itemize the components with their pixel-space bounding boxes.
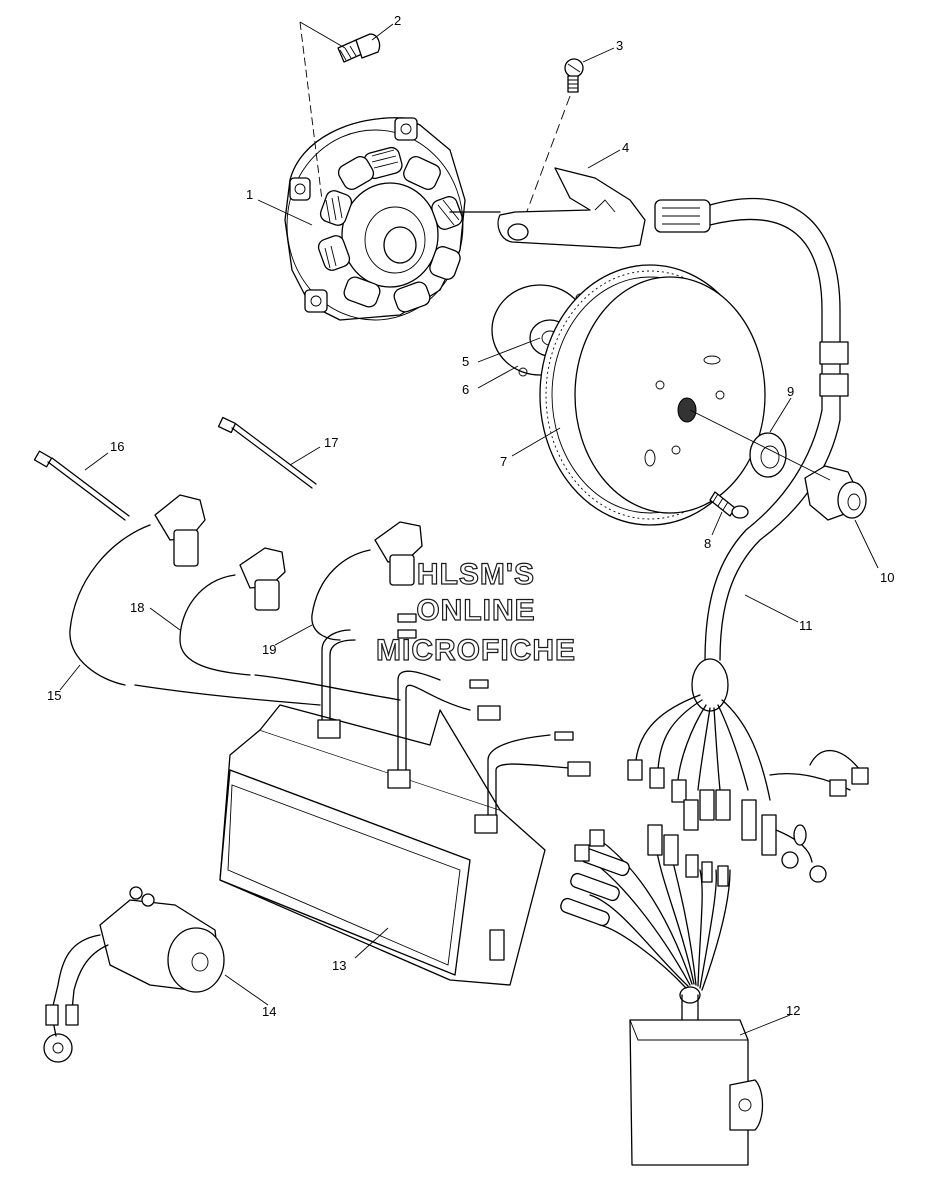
callout-14: 14 [262,1004,276,1019]
callout-15: 15 [47,688,61,703]
wire-harness-11[interactable] [449,197,849,661]
callout-8: 8 [704,536,711,551]
callout-18: 18 [130,600,144,615]
spark-plug-cap-18[interactable] [179,547,286,676]
stator-assembly[interactable] [284,117,466,321]
callout-labels: 1 2 3 4 5 6 7 8 9 10 11 12 13 14 15 16 1… [47,13,894,1019]
nut-10[interactable] [804,465,867,521]
spark-plug-cap-19[interactable] [311,521,423,641]
regulator-box-12[interactable] [559,824,764,1166]
callout-5: 5 [462,354,469,369]
callout-19: 19 [262,642,276,657]
callout-2: 2 [394,13,401,28]
callout-13: 13 [332,958,346,973]
leader-lines [59,23,879,1036]
callout-7: 7 [500,454,507,469]
flywheel-7[interactable] [539,264,766,526]
screw-2[interactable] [337,33,381,63]
watermark-line-1: HLSM'S [417,558,535,591]
cable-tie-16[interactable] [33,450,130,521]
bracket-4[interactable] [497,167,646,249]
callout-16: 16 [110,439,124,454]
callout-9: 9 [787,384,794,399]
watermark-line-2: ONLINE [416,594,535,627]
bolt-8[interactable] [709,491,749,519]
watermark: HLSM'S ONLINE MICROFICHE [375,557,576,667]
callout-3: 3 [616,38,623,53]
callout-10: 10 [880,570,894,585]
solenoid-14[interactable] [43,886,225,1063]
callout-17: 17 [324,435,338,450]
callout-12: 12 [786,1003,800,1018]
callout-6: 6 [462,382,469,397]
cable-tie-17[interactable] [217,416,317,489]
callout-1: 1 [246,187,253,202]
callout-4: 4 [622,140,629,155]
watermark-line-3: MICROFICHE [376,634,576,667]
harness-connectors[interactable] [627,658,869,883]
callout-11: 11 [799,618,813,633]
screw-3[interactable] [564,58,584,93]
spark-plug-cap-15[interactable] [69,494,206,686]
cdi-box-13[interactable] [219,613,591,986]
